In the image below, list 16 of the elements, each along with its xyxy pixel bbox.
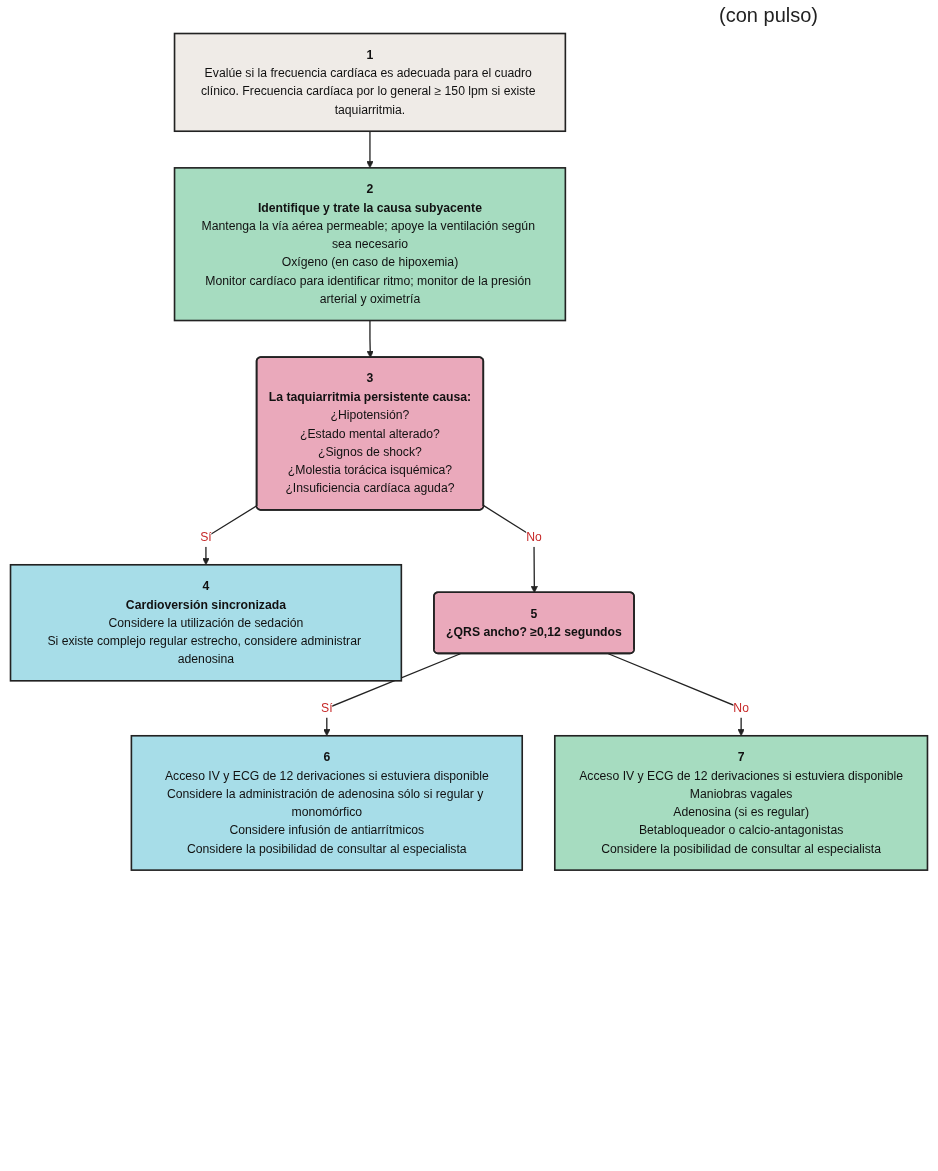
node-box: 4 Cardioversión sincronizada Considere la utilización de sedación Si existe complejo regular estrecho, considere administrar adenosina [9,563,403,682]
edge-label: Sí [321,700,333,715]
arrow [323,653,462,737]
node-box: 6 Acceso IV y ECG de 12 derivaciones si estuviera disponible Considere la administración de adenosina sólo si regular y monomórfico Considere infusión de antiarrítmicos Considere la posibilidad de consultar al especialista [130,734,524,871]
arrow [202,505,258,566]
arrow [366,130,374,169]
node-box: 2 Identifique y trate la causa subyacente Mantenga la vía aérea permeable; apoye la ventilación según sea necesario Oxígeno (en caso de hipoxemia) Monitor cardíaco para identificar ritmo; monitor de la presión arterial y oximetría [173,167,567,322]
edge-label: No [733,700,749,715]
edge-label: Sí [200,529,212,544]
arrow [366,319,374,358]
node-box: 7 Acceso IV y ECG de 12 derivaciones si estuviera disponible Maniobras vagales Adenosina (si es regular) Betabloqueador o calcio-antagonistas Considere la posibilidad de consultar al especialista [553,734,929,871]
diagram-title: (con pulso) [718,3,819,27]
arrow [607,653,745,737]
arrow [483,505,538,593]
node-box: 1 Evalúe si la frecuencia cardíaca es adecuada para el cuadro clínico. Frecuencia cardíaca por lo general ≥ 150 lpm si existe taquiarritmia. [173,32,567,133]
edge-label: No [526,529,542,544]
